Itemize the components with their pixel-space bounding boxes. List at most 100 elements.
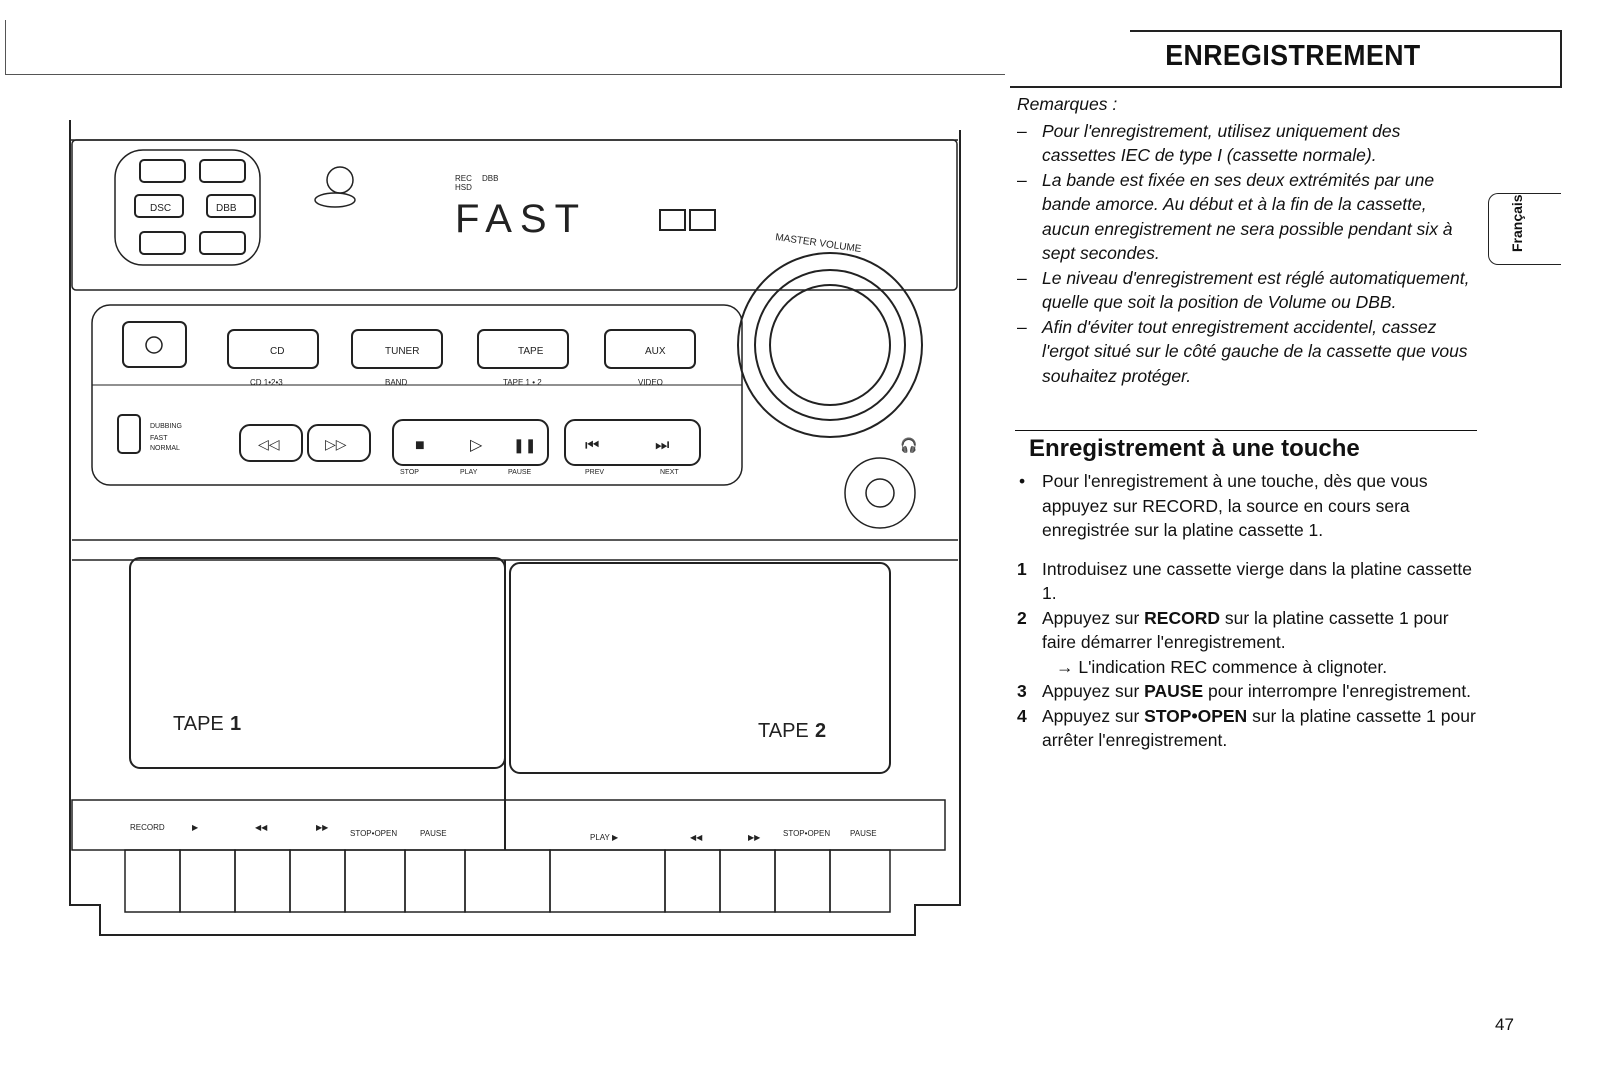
deck-key [549,849,666,913]
note-item: Pour l'enregistrement, utilisez uniqueme… [1017,119,1477,168]
aux-sub-label: VIDEO [638,378,663,387]
step-number: 4 [1017,705,1027,726]
notes-title: Remarques : [1017,94,1118,114]
step-3: 3 Appuyez sur PAUSE pour interrompre l'e… [1017,679,1477,704]
tuner-button [351,329,443,369]
headphone-icon: 🎧 [900,437,917,454]
headphone-jack-outer [844,457,916,529]
pause-label: PAUSE [508,469,532,476]
stop-label: STOP [400,469,419,476]
note-item: La bande est fixée en ses deux extrémité… [1017,168,1477,266]
step-text: sur la platine cassette 1 pour arrêter l… [1042,705,1476,751]
display-indicator [659,209,686,231]
step-keyword: PAUSE [1144,681,1204,701]
header-rule-left [5,74,1005,75]
headphone-jack [865,478,895,508]
tuner-sub-label: BAND [385,378,407,387]
power-icon [145,336,163,354]
deck1-record-label: RECORD [130,823,165,832]
play-icon: ▷ [470,437,483,454]
step-number: 2 [1017,607,1027,628]
deck-key [464,849,551,913]
step-text: Appuyez sur [1042,681,1145,701]
prev-label: PREV [585,469,604,476]
display-dbb: DBB [482,174,498,183]
cd-button-label: CD [270,346,284,357]
dubbing-fast: FAST [150,435,168,442]
volume-knob-outer [737,252,923,438]
display-hsd: HSD [455,183,472,192]
step-number: 3 [1017,681,1027,701]
display-panel [71,139,958,291]
keypad-frame [114,149,261,266]
keypad-button [139,231,186,255]
deck2-rewind-label: ◀◀ [690,833,703,842]
header-rule-top [1130,30,1562,32]
volume-label: MASTER VOLUME [775,232,863,255]
tape-1-word: TAPE [173,713,224,735]
step-keyword: RECORD [1144,607,1220,628]
deck2-pause-label: PAUSE [850,829,877,838]
rewind-icon: ◁◁ [258,436,280,452]
transport-group [392,419,549,466]
section-rule [1015,430,1477,431]
deck-key [829,849,891,913]
note-item: Afin d'éviter tout enregistrement accide… [1017,315,1477,389]
dubbing-switch [117,414,141,454]
deck1-rewind-label: ◀◀ [255,823,268,832]
step-2: 2 Appuyez sur RECORD sur la platine cass… [1017,606,1477,680]
deck-key-strip [71,799,946,851]
step-text: Appuyez sur [1042,705,1145,726]
step-keyword: STOP•OPEN [1144,705,1248,726]
volume-knob-ring [754,269,906,421]
page-number: 47 [1495,1015,1514,1034]
deck-key [124,849,181,913]
tape-sub-label: TAPE 1 • 2 [503,378,542,387]
rewind-button [239,424,303,462]
deck-key [344,849,406,913]
tape-button [477,329,569,369]
play-label: PLAY [460,469,478,476]
deck-key [774,849,831,913]
deck1-pause-label: PAUSE [420,829,447,838]
tape-2-word: TAPE [758,720,809,742]
cd-sub-label: CD 1•2•3 [250,378,283,387]
tuner-button-label: TUNER [385,346,419,357]
step-result: → L'indication REC commence à clignoter. [1056,656,1388,677]
next-label: NEXT [660,469,679,476]
deck-keys [124,849,891,913]
keypad-dsc-label: DSC [150,203,171,214]
next-icon: ⏭ [655,437,669,454]
step-text: Introduisez une cassette vierge dans la … [1042,558,1472,604]
deck2-forward-label: ▶▶ [748,833,761,842]
previous-icon: ⏮ [585,437,599,454]
keypad-dbb-button [206,194,256,218]
tape-1-door [129,557,506,769]
device-outline [69,120,961,936]
notes-block: Remarques : Pour l'enregistrement, utili… [1017,92,1477,388]
tape-2-door [509,562,891,774]
fast-forward-button [307,424,371,462]
dubbing-normal: NORMAL [150,445,180,452]
language-tab-label: Français [1509,194,1525,252]
control-panel [91,304,743,486]
cd-button [227,329,319,369]
header-rule-bottom [1010,86,1562,88]
tape-1-number: 1 [230,713,241,735]
note-item: Le niveau d'enregistrement est réglé aut… [1017,266,1477,315]
dubbing-label: DUBBING [150,423,182,430]
section-title: Enregistrement à une touche [1029,435,1360,462]
step-text: pour interrompre l'enregistrement. [1203,681,1472,701]
pause-icon: ❚❚ [513,437,536,454]
header-rule-right [1560,30,1562,88]
deck2-stop-label: STOP•OPEN [783,829,830,838]
volume-knob [769,284,891,406]
display-indicator [689,209,716,231]
aux-button-label: AUX [645,346,666,357]
disc-icon [326,166,354,194]
disc-tray-icon [314,192,356,208]
one-touch-section: Enregistrement à une touche Pour l'enreg… [1015,430,1477,753]
keypad-button [199,231,246,255]
deck-key [289,849,346,913]
header-rule-edge [5,20,6,75]
